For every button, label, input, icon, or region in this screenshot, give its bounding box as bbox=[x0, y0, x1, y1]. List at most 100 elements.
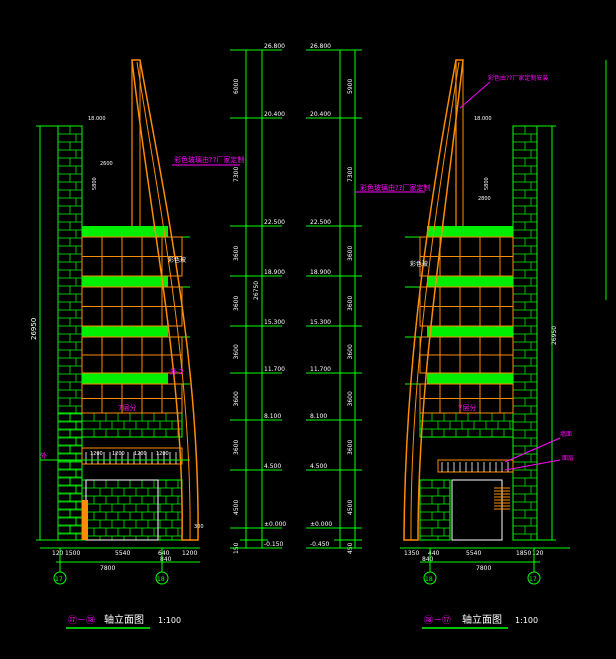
left-curved-fin bbox=[131, 59, 199, 541]
left-floor-slab bbox=[82, 276, 168, 287]
left-elevation-mark: 26.800 bbox=[264, 43, 285, 50]
left-inner-dim2: 5800 bbox=[92, 177, 98, 190]
left-grid-label-end: 18 bbox=[157, 576, 165, 583]
right-bottom-dim: 5540 bbox=[466, 550, 481, 557]
right-elevation-mark: 18.900 bbox=[310, 269, 331, 276]
left-inner-dim: 2600 bbox=[100, 161, 113, 167]
left-total-right: 26750 bbox=[253, 281, 260, 300]
right-elevation-mark: 15.300 bbox=[310, 319, 331, 326]
left-dim-value: 3600 bbox=[233, 440, 240, 455]
left-bottom-small: 300 bbox=[194, 524, 204, 530]
right-inner-dim: 2800 bbox=[478, 196, 491, 202]
right-elevation-mark: 4.500 bbox=[310, 463, 327, 470]
left-window-dim: 1200 bbox=[112, 451, 125, 457]
left-base-brick-band bbox=[81, 412, 183, 438]
left-dim-value: 6000 bbox=[233, 79, 240, 94]
right-label-wall: 墙面 bbox=[560, 430, 572, 438]
right-bottom-dim: 440 bbox=[428, 550, 440, 557]
right-leader-face bbox=[504, 459, 561, 471]
left-window-dim: 1200 bbox=[134, 451, 147, 457]
left-annotation-glass: 彩色玻璃由??厂家定制 bbox=[174, 155, 244, 164]
right-elevation-mark: 22.500 bbox=[310, 219, 331, 226]
right-elevation-mark: 26.800 bbox=[310, 43, 331, 50]
left-total-height: 26950 bbox=[30, 318, 38, 340]
left-elevation-mark: 4.500 bbox=[264, 463, 281, 470]
left-bottom-dim: 1500 bbox=[65, 550, 80, 557]
right-door bbox=[451, 479, 503, 541]
left-elevation-mark: 8.100 bbox=[264, 413, 281, 420]
left-floor-slab bbox=[82, 373, 168, 384]
left-dim-value: 4500 bbox=[233, 500, 240, 515]
left-bottom-dim2: 840 bbox=[160, 556, 172, 563]
right-fin-inner bbox=[410, 61, 460, 541]
right-elevation-mark: 8.100 bbox=[310, 413, 327, 420]
left-floor-slab bbox=[82, 326, 168, 337]
left-floor-slab bbox=[82, 226, 168, 237]
right-dim-value: 3600 bbox=[347, 391, 354, 406]
right-elevation-mark: ±0.000 bbox=[310, 521, 332, 528]
right-dim-value: 7300 bbox=[347, 167, 354, 182]
left-floor-label: 7层分 bbox=[118, 403, 136, 412]
right-total-height: 26950 bbox=[551, 326, 558, 345]
right-grid-circle-start bbox=[423, 571, 437, 585]
left-bottom-dim: 640 bbox=[158, 550, 170, 557]
right-grid-label-start: 18 bbox=[425, 576, 433, 583]
left-grid-circle-start bbox=[53, 571, 67, 585]
right-dim-value: 5900 bbox=[347, 79, 354, 94]
right-inner-elev: 18.000 bbox=[474, 116, 492, 122]
right-elevation-mark: 11.700 bbox=[310, 366, 331, 373]
right-dim-value: 3600 bbox=[347, 344, 354, 359]
right-curved-fin bbox=[403, 59, 464, 541]
right-elevation-mark: 20.400 bbox=[310, 111, 331, 118]
left-annotation-mid: 彩色玻 bbox=[168, 256, 186, 264]
left-bottom-total: 7800 bbox=[100, 565, 115, 572]
right-annotation-top: 彩色由??厂家定制安装 bbox=[488, 74, 548, 82]
right-bottom-dim: 120 bbox=[532, 550, 544, 557]
left-inner-elev: 18.000 bbox=[88, 116, 106, 122]
left-side-label: 外 bbox=[40, 451, 47, 460]
left-title-scale: 1:100 bbox=[158, 616, 181, 625]
left-elevation-mark: ±0.000 bbox=[264, 521, 286, 528]
right-annotation-mid2: 彩色玻 bbox=[410, 260, 428, 268]
left-fin-inner bbox=[136, 61, 191, 541]
left-window-dim: 1200 bbox=[156, 451, 169, 457]
right-title-grid: ⑱－⑰ bbox=[424, 615, 451, 626]
right-grid-label-end: 17 bbox=[529, 576, 537, 583]
left-title-grid: ⑰－⑱ bbox=[68, 615, 95, 626]
left-grid-circle-end bbox=[155, 571, 169, 585]
right-dim-value: 4500 bbox=[347, 500, 354, 515]
left-storefront-band bbox=[81, 447, 183, 465]
right-inner-dim2: 5800 bbox=[484, 177, 490, 190]
left-title-text: 轴立面图 bbox=[104, 613, 144, 626]
right-floor-label: 7层分 bbox=[458, 403, 476, 412]
left-elevation-mark: 15.300 bbox=[264, 319, 285, 326]
left-bottom-dim: 1200 bbox=[182, 550, 197, 557]
right-bottom-dim2: 840 bbox=[422, 556, 434, 563]
left-ground-brick bbox=[81, 479, 183, 541]
right-elevation-mark: -0.450 bbox=[310, 541, 330, 548]
left-dim-value: 7300 bbox=[233, 167, 240, 182]
left-elevation-mark: 22.500 bbox=[264, 219, 285, 226]
left-bottom-dim: 5540 bbox=[115, 550, 130, 557]
right-annotation-mid: 彩色玻璃由??厂家定制 bbox=[360, 183, 430, 192]
right-storefront-band bbox=[437, 459, 514, 473]
right-bottom-total: 7800 bbox=[476, 565, 491, 572]
right-dim-value: 3600 bbox=[347, 440, 354, 455]
left-window-dim: 1200 bbox=[90, 451, 103, 457]
right-floor-slab bbox=[427, 326, 513, 337]
left-elevation-mark: 20.400 bbox=[264, 111, 285, 118]
right-bottom-dim: 1850 bbox=[516, 550, 531, 557]
left-door bbox=[85, 479, 159, 541]
right-floor-slab bbox=[427, 276, 513, 287]
right-dim-value: 3600 bbox=[347, 246, 354, 261]
right-floor-slab bbox=[427, 226, 513, 237]
left-dim-value: 3600 bbox=[233, 391, 240, 406]
left-side-label2: 外 2 bbox=[170, 367, 184, 376]
left-grid-label-start: 17 bbox=[55, 576, 63, 583]
left-dim-value: 3600 bbox=[233, 344, 240, 359]
right-dim-value: 3600 bbox=[347, 296, 354, 311]
left-dim-value: 3600 bbox=[233, 296, 240, 311]
left-dim-value: 3600 bbox=[233, 246, 240, 261]
right-bottom-dim: 1350 bbox=[404, 550, 419, 557]
